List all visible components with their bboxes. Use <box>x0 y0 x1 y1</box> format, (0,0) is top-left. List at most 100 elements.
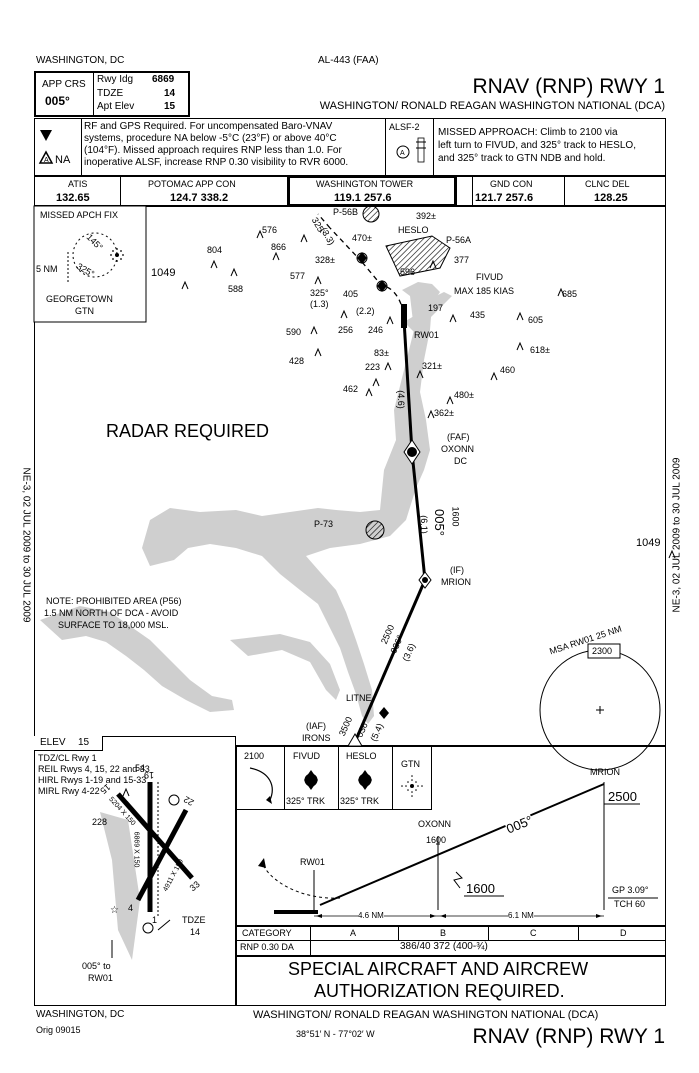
obstacle-label: 596 <box>400 267 416 277</box>
profile-rw01: RW01 <box>300 857 325 867</box>
gtn-name-2: GTN <box>75 306 94 316</box>
mrion-label: MRION <box>441 577 471 587</box>
comm-tower-value: 119.1 257.6 <box>334 192 392 204</box>
leg-46: (4.6) <box>395 390 406 409</box>
rwy-ldg-label: Rwy Idg <box>97 74 134 85</box>
footer-airport: WASHINGTON/ RONALD REAGAN WASHINGTON NAT… <box>253 1009 599 1021</box>
briefing-box: APP CRS 005° Rwy Idg 6869 TDZE 14 Apt El… <box>34 71 190 117</box>
obstacle-label: 618± <box>530 345 550 355</box>
elev-value: 15 <box>78 737 90 748</box>
profile-alt-2500: 2500 <box>608 789 637 804</box>
obstacle-label: 480± <box>454 390 474 400</box>
obstacle-label: 405 <box>343 289 359 299</box>
p56a-label: P-56A <box>446 235 472 245</box>
cat-a: A <box>350 928 357 938</box>
profile-trk-2: 325° TRK <box>340 796 379 806</box>
diagram-obs-54: 54 <box>135 763 146 773</box>
obstacle-label: 588 <box>228 284 244 294</box>
profile-2100: 2100 <box>244 751 265 761</box>
gtn-name-1: GEORGETOWN <box>46 294 113 304</box>
comm-app-label: POTOMAC APP CON <box>148 179 236 189</box>
special-2: AUTHORIZATION REQUIRED. <box>314 981 565 1001</box>
diagram-obs-228: 228 <box>92 817 108 827</box>
msa-value: 2300 <box>592 646 613 656</box>
leg-325b: 325° <box>310 288 329 298</box>
cat-b: B <box>440 928 447 938</box>
rw01-label: RW01 <box>414 330 439 340</box>
lighting-3: HIRL Rwys 1-19 and 15-33 <box>38 775 147 785</box>
minimums-table <box>236 926 666 956</box>
elev-label: ELEV <box>40 737 66 748</box>
obstacle-label: 460 <box>500 365 516 375</box>
rnp-label: RNP 0.30 DA <box>240 942 294 952</box>
comm-clnc-label: CLNC DEL <box>585 179 630 189</box>
rwy-1: 1 <box>152 915 158 925</box>
p56-note-3: SURFACE TO 18,000 MSL. <box>58 620 169 630</box>
alsf-label: ALSF-2 <box>389 122 420 132</box>
if-label: (IF) <box>450 565 464 575</box>
obstacle-label: 256 <box>338 325 354 335</box>
litne-label: LITNE <box>346 693 372 703</box>
obstacle-label: 685 <box>562 289 578 299</box>
footer-title: RNAV (RNP) RWY 1 <box>472 1025 665 1048</box>
p56-note-1: NOTE: PROHIBITED AREA (P56) <box>46 596 182 606</box>
comm-clnc-value: 128.25 <box>594 192 628 204</box>
city-top: WASHINGTON, DC <box>36 55 125 66</box>
obstacle-label: 462 <box>343 384 359 394</box>
dc-label: DC <box>454 456 467 466</box>
footer-city: WASHINGTON, DC <box>36 1009 125 1020</box>
obstacle-label: 223 <box>365 362 381 372</box>
rnp-minimums: 386/40 372 (400-¾) <box>400 941 488 952</box>
comm-tower-label: WASHINGTON TOWER <box>316 179 414 189</box>
obstacle-label: 321± <box>422 361 442 371</box>
missed-fix-label: MISSED APCH FIX <box>40 210 119 220</box>
cat-c: C <box>530 928 537 938</box>
comm-atis-label: ATIS <box>68 179 88 189</box>
leg-13: (1.3) <box>310 299 329 309</box>
gtn-5nm: 5 NM <box>36 264 58 274</box>
faf-label: (FAF) <box>447 432 470 442</box>
profile-gtn: GTN <box>401 759 420 769</box>
obstacle-label: 392± <box>416 211 436 221</box>
rf-note-3: (104°F). Missed approach requires RNP le… <box>84 145 342 156</box>
p73-label: P-73 <box>314 519 334 529</box>
chart-dates-right: NE-3, 02 JUL 2009 to 30 JUL 2009 <box>671 457 683 613</box>
category-label: CATEGORY <box>242 928 292 938</box>
comm-gnd-value: 121.7 257.6 <box>475 192 534 204</box>
obstacle-label: 197 <box>428 303 444 313</box>
profile-heslo: HESLO <box>346 751 377 761</box>
obstacle-label: 866 <box>271 242 287 252</box>
diagram-tdze-label: TDZE <box>182 915 206 925</box>
tdze-value: 14 <box>164 88 176 99</box>
profile-tch: TCH 60 <box>614 899 646 909</box>
obstacle-label: 577 <box>290 271 306 281</box>
obstacle-label: 576 <box>262 225 278 235</box>
rf-note-4: inoperative ALSF, increase RNP 0.30 visi… <box>84 157 349 168</box>
obstacle-label: 590 <box>286 327 302 337</box>
missed-1: MISSED APPROACH: Climb to 2100 via <box>438 127 618 138</box>
na-label: NA <box>55 154 71 166</box>
profile-mrion: MRION <box>590 767 620 777</box>
cat-d: D <box>620 928 627 938</box>
profile-gp: GP 3.09° <box>612 885 649 895</box>
special-1: SPECIAL AIRCRAFT AND AIRCREW <box>288 959 589 979</box>
lighting-2: REIL Rwys 4, 15, 22 and 33 <box>38 764 150 774</box>
comm-app-value: 124.7 338.2 <box>170 192 229 204</box>
lighting-1: TDZ/CL Rwy 1 <box>38 753 97 763</box>
to-rw01-1: 005° to <box>82 961 111 971</box>
obstacle-label: 428 <box>289 356 305 366</box>
footer-orig: Orig 09015 <box>36 1025 81 1035</box>
obstacle-label: 804 <box>207 245 223 255</box>
rf-note-1: RF and GPS Required. For uncompensated B… <box>84 121 333 132</box>
rf-note-2: systems, procedure NA below -5°C (23°F) … <box>84 133 337 144</box>
procedure-id: AL-443 (FAA) <box>318 55 379 66</box>
oxonn-label: OXONN <box>441 444 475 454</box>
dim-6869: 6869 X 150 <box>132 831 140 868</box>
missed-icons-strip <box>236 746 432 810</box>
apt-elev-value: 15 <box>164 101 176 112</box>
lighting-4: MIRL Rwy 4-22 <box>38 786 100 796</box>
diagram-tdze-value: 14 <box>190 927 201 937</box>
apt-elev-label: Apt Elev <box>97 101 135 112</box>
comm-atis-value: 132.65 <box>56 192 90 204</box>
footer-coords: 38°51′ N - 77°02′ W <box>296 1029 375 1039</box>
